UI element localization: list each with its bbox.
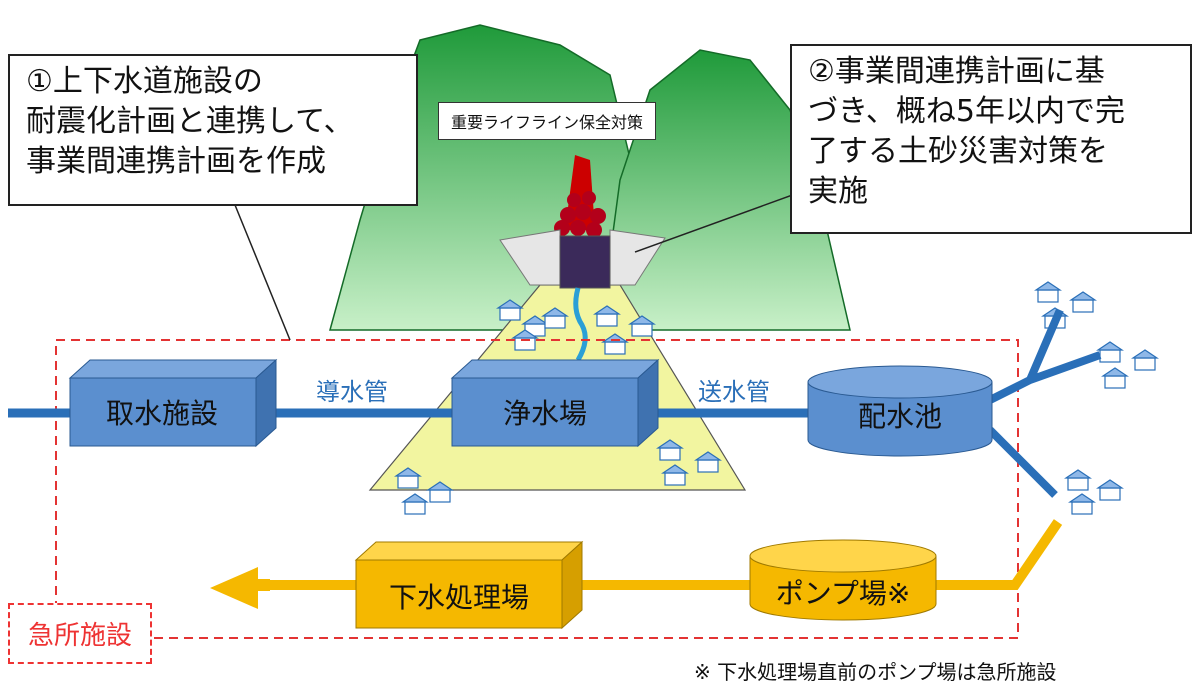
dam-grid [559,235,611,289]
urgent-boundary [55,339,1019,639]
callout-left: ①上下水道施設の 耐震化計画と連携して、 事業間連携計画を作成 [8,54,418,206]
callout-right-line-3: 了する土砂災害対策を [808,134,1108,169]
intake-label: 取水施設 [105,397,218,430]
transmission-pipe-label: 送水管 [698,378,770,406]
sewage-arrow [210,567,258,609]
callout-right-line-1: ②事業間連携計画に基 [808,54,1105,89]
houses [394,281,1159,515]
sewage-box [355,559,563,629]
conveyance-pipe-label: 導水管 [316,378,388,406]
callout-right-line-2: づき、概ね5年以内で完 [808,94,1125,129]
pump-tank [749,556,937,621]
stream [573,287,588,362]
callout-right-line-4: 実施 [808,174,868,209]
reservoir-tank [807,382,993,457]
callout-left-line-1: ①上下水道施設の [26,64,263,99]
pump-label: ポンプ場※ [775,577,911,610]
footnote: ※ 下水処理場直前のポンプ場は急所施設 [694,660,1057,684]
urgent-facility-label: 急所施設 [8,603,153,664]
leader-left [234,204,291,341]
callout-left-line-2: 耐震化計画と連携して、 [26,104,354,139]
distribution-pipe-lower [987,427,1058,498]
sewage-label: 下水処理場 [388,581,529,614]
leader-right [634,184,821,253]
treatment-label: 浄水場 [502,397,587,430]
intake-box [69,377,257,447]
lifeline-sign: 重要ライフライン保全対策 [438,102,657,140]
reservoir-label: 配水池 [857,400,942,433]
mountain-right [599,49,851,331]
callout-right: ②事業間連携計画に基 づき、概ね5年以内で完 了する土砂災害対策を 実施 [790,44,1192,234]
treatment-box [451,377,639,447]
callout-left-line-3: 事業間連携計画を作成 [26,144,326,179]
boulders [554,191,606,238]
distribution-pipe-upper [988,308,1102,404]
